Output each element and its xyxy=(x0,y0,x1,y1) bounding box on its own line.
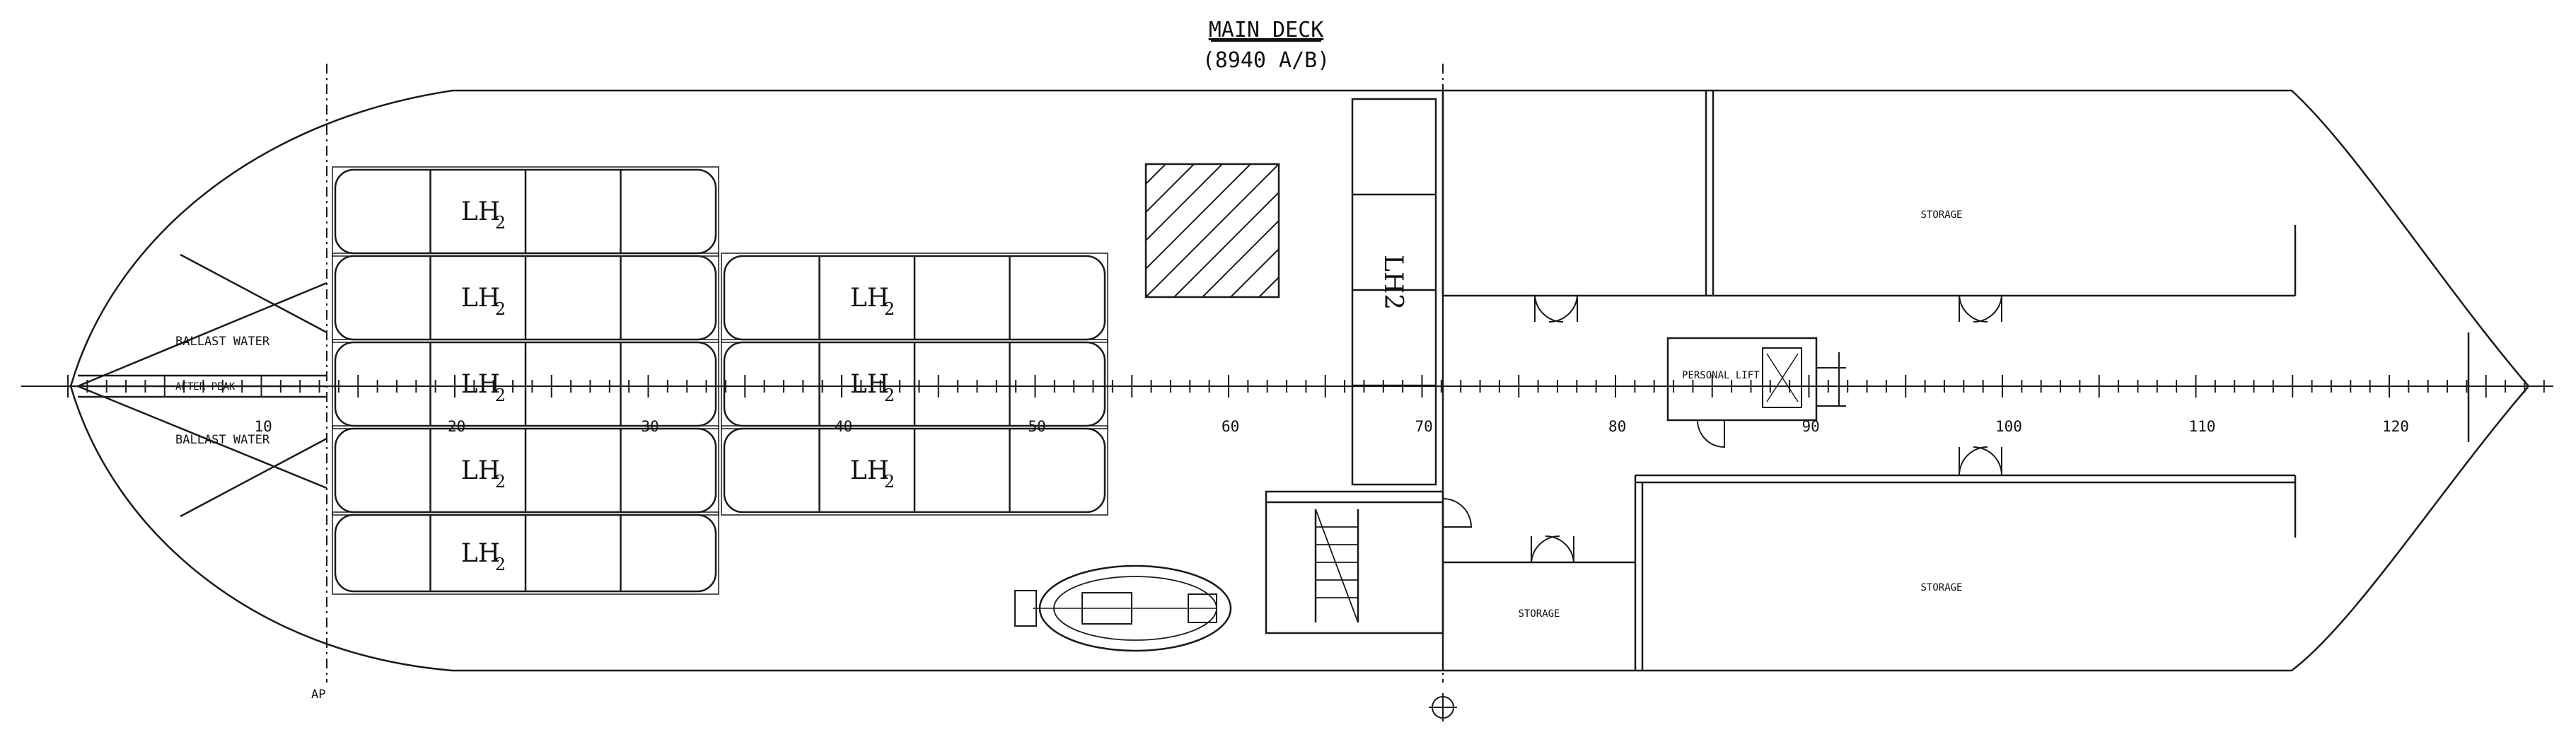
frame-label: 20 xyxy=(448,418,465,435)
ballast-lower-label: BALLAST WATER xyxy=(175,433,270,447)
lh2-tank xyxy=(332,167,719,256)
frame-label: 100 xyxy=(1995,418,2022,435)
cargo-label-sub: 2 xyxy=(884,472,895,492)
ap-label: AP xyxy=(311,688,325,702)
lh2-tank xyxy=(332,512,719,594)
cargo-label-sub: 2 xyxy=(495,472,506,492)
frame-label: 120 xyxy=(2382,418,2409,435)
cargo-label-sub: 2 xyxy=(495,299,506,319)
cargo-label-sub: 2 xyxy=(495,213,506,233)
frame-label: 10 xyxy=(255,418,272,435)
frame-label: 30 xyxy=(642,418,659,435)
frame-label: 80 xyxy=(1608,418,1626,435)
lh2-tank xyxy=(332,253,719,342)
ballast-upper-label: BALLAST WATER xyxy=(175,335,270,349)
cargo-label-sub: 2 xyxy=(884,386,895,405)
cargo-label-sub: 2 xyxy=(495,386,506,405)
frame-label: 50 xyxy=(1028,418,1046,435)
frame-label: 40 xyxy=(835,418,852,435)
frame-label: 110 xyxy=(2189,418,2216,435)
after-peak-label: AFTER PEAK xyxy=(175,381,236,393)
drawing-subtitle: (8940 A/B) xyxy=(1202,48,1330,73)
storage-label-lower: STORAGE xyxy=(1920,582,1962,593)
lh2-tank xyxy=(332,426,719,515)
storage-label-upper: STORAGE xyxy=(1920,209,1962,221)
lh2-tank xyxy=(721,340,1108,429)
lh2-tank xyxy=(332,340,719,429)
frame-label: 90 xyxy=(1802,418,1820,435)
drawing-title: MAIN DECK xyxy=(1209,18,1324,42)
cargo-label-sub: 2 xyxy=(495,555,506,574)
hull-outline xyxy=(71,91,2529,671)
cargo-label-sub: 2 xyxy=(884,299,895,319)
personal-lift-label: PERSONAL LIFT xyxy=(1682,370,1760,381)
storage-label-small: STORAGE xyxy=(1518,608,1560,620)
lh2-tank xyxy=(721,253,1108,342)
cargo-label: LH2 xyxy=(1379,255,1408,310)
frame-label: 70 xyxy=(1415,418,1433,435)
lh2-tank xyxy=(721,426,1108,515)
frame-label: 60 xyxy=(1222,418,1239,435)
